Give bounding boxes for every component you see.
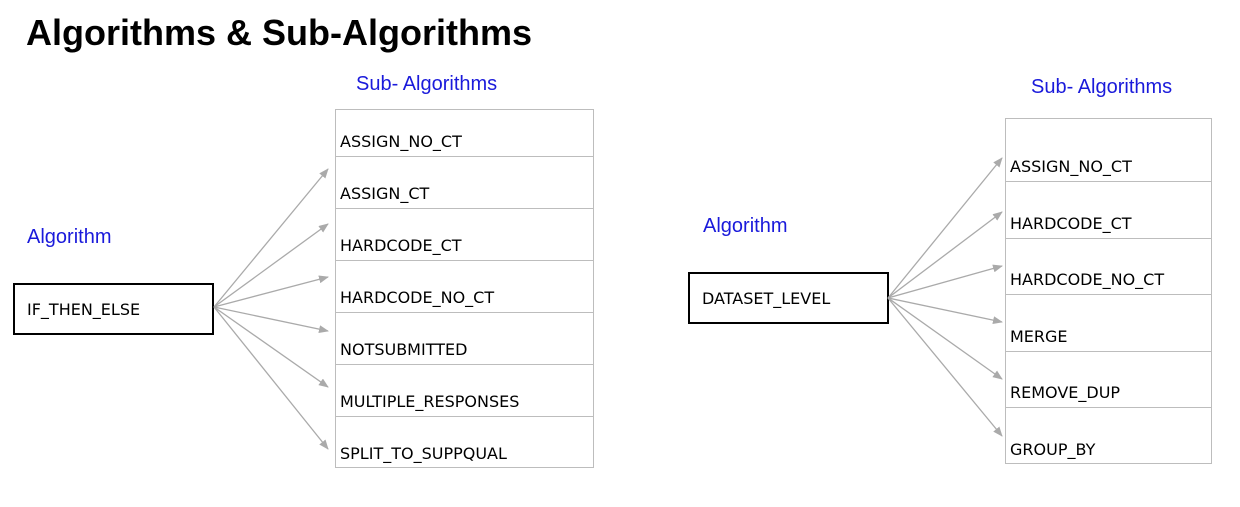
right-sub-algorithm-1: HARDCODE_CT	[1006, 181, 1211, 238]
right-sub-algorithm-0: ASSIGN_NO_CT	[1010, 157, 1132, 176]
right-arrow-5	[887, 297, 1003, 437]
right-arrow-1	[887, 211, 1003, 299]
page-title: Algorithms & Sub-Algorithms	[26, 12, 532, 53]
left-sub-algorithm-2: HARDCODE_CT	[336, 208, 593, 260]
left-arrow-5	[213, 306, 329, 450]
right-algorithm-label: Algorithm	[703, 215, 788, 237]
right-arrow-3	[887, 297, 1003, 325]
left-sub-algorithms-label: Sub- Algorithms	[356, 73, 498, 95]
right-sub-algorithms-label: Sub- Algorithms	[1031, 76, 1173, 98]
left-sub-algorithm-3: HARDCODE_NO_CT	[336, 260, 593, 312]
left-arrow-2	[213, 275, 329, 308]
right-arrow-4	[887, 297, 1003, 380]
right-sub-algorithm-3: MERGE	[1006, 294, 1211, 351]
right-sub-algorithm-4: REMOVE_DUP	[1006, 350, 1211, 408]
right-sub-algorithm-5: GROUP_BY	[1006, 407, 1211, 464]
left-arrow-3	[213, 306, 329, 334]
right-algorithm-box: DATASET_LEVEL	[688, 272, 889, 324]
left-sub-algorithm-4: NOTSUBMITTED	[336, 312, 593, 364]
left-sub-algorithm-0: ASSIGN_NO_CT	[340, 132, 462, 151]
right-sub-algorithm-2: HARDCODE_NO_CT	[1006, 237, 1211, 295]
left-algorithm-box: IF_THEN_ELSE	[13, 283, 214, 335]
left-arrow-4	[213, 306, 329, 388]
left-sub-algorithm-5: MULTIPLE_RESPONSES	[336, 364, 593, 416]
left-algorithm-label: Algorithm	[27, 226, 112, 248]
left-sub-algorithm-6: SPLIT_TO_SUPPQUAL	[336, 416, 593, 468]
right-arrow-0	[887, 157, 1003, 299]
left-arrow-0	[213, 168, 329, 308]
left-arrow-1	[213, 223, 329, 308]
left-sub-algorithm-1: ASSIGN_CT	[336, 156, 593, 208]
right-arrow-2	[887, 264, 1003, 299]
